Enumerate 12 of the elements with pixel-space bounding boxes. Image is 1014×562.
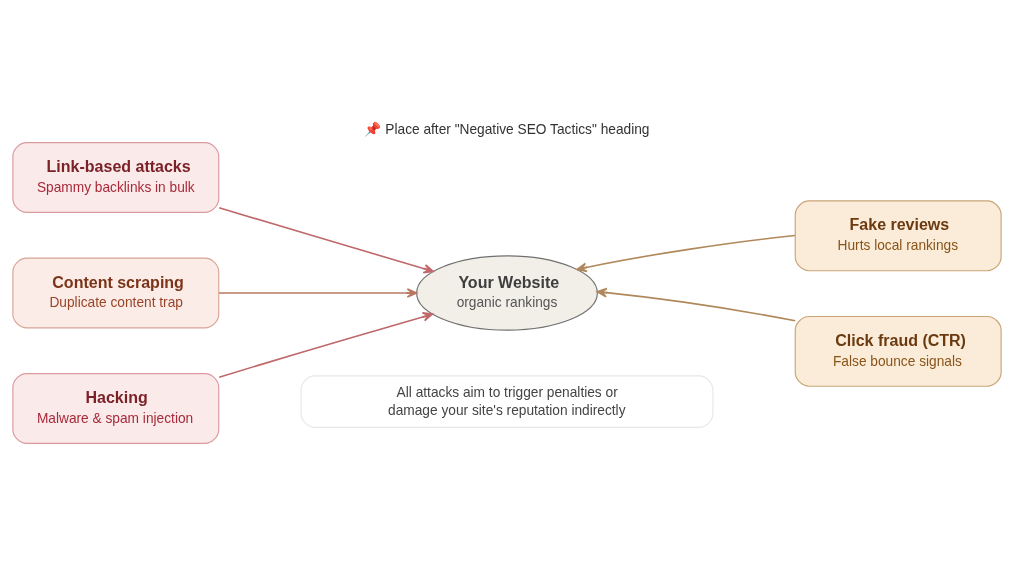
arrow <box>596 287 796 322</box>
node-box: Content scraping Duplicate content trap <box>12 257 220 329</box>
node-box: Hacking Malware & spam injection <box>12 373 220 444</box>
arrow <box>218 288 418 298</box>
diagram-title: 📌 Place after "Negative SEO Tactics" heading <box>364 122 650 138</box>
arrow <box>576 234 796 273</box>
node-ellipse: Your Website organic rankings <box>416 255 598 331</box>
arrow <box>218 207 434 274</box>
node-box: Click fraud (CTR) False bounce signals <box>794 315 1002 387</box>
node-box: Fake reviews Hurts local rankings <box>794 200 1002 272</box>
arrow <box>218 311 434 378</box>
node-box: Link-based attacks Spammy backlinks in bulk <box>12 142 220 213</box>
